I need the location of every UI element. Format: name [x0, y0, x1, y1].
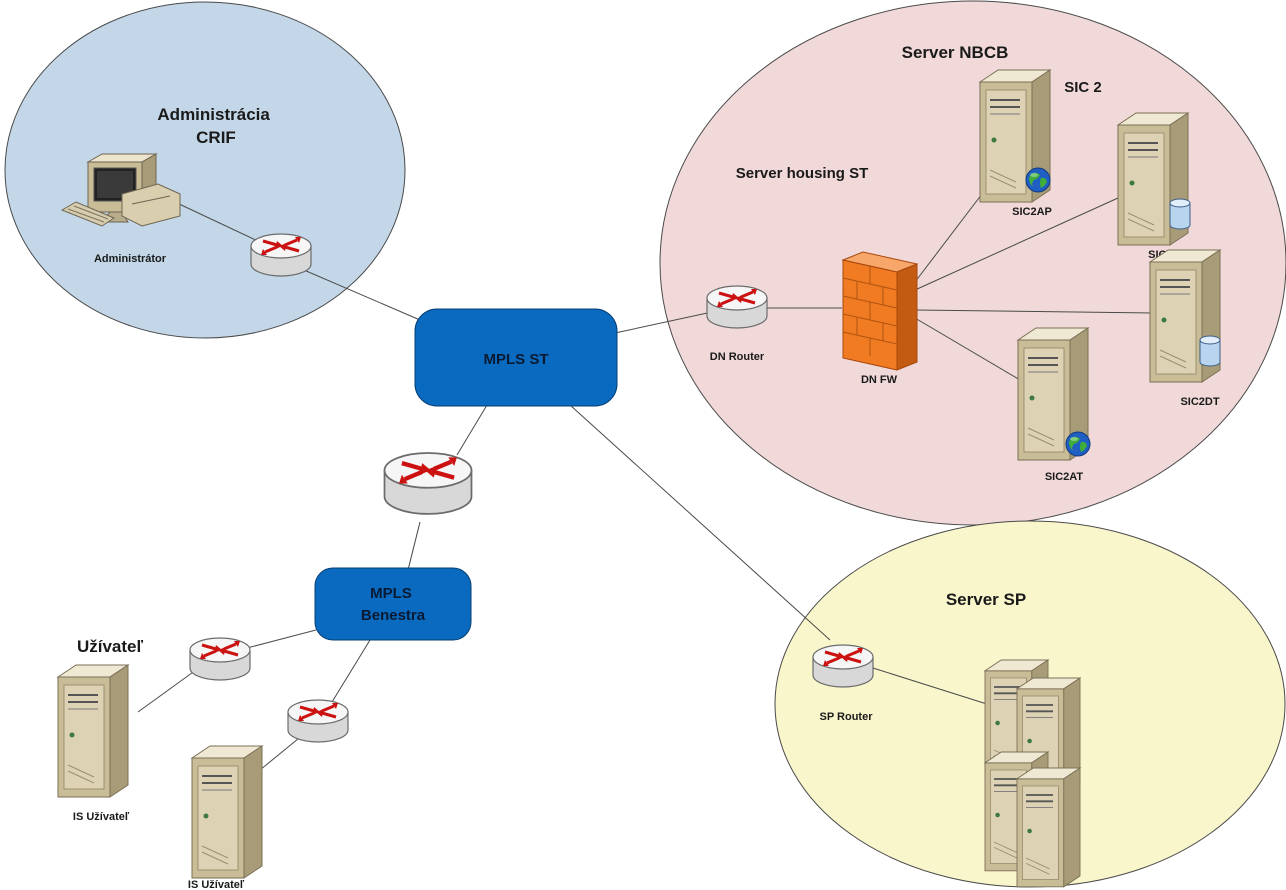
- dn-fw-label: DN FW: [861, 374, 898, 386]
- router-icon-dn[interactable]: [705, 284, 769, 330]
- mpls-st-label: MPLS ST: [483, 351, 548, 368]
- sic2at-label: SIC2AT: [1045, 471, 1084, 483]
- administrator-label: Administrátor: [94, 253, 167, 265]
- database-server-icon-sic2dt[interactable]: [1149, 249, 1221, 383]
- router-icon-admin[interactable]: [249, 232, 313, 278]
- router-icon-center[interactable]: [385, 453, 472, 514]
- sp-router-label: SP Router: [820, 711, 874, 723]
- workstation-icon[interactable]: [60, 153, 181, 227]
- mpls-benestra-label: MPLS Benestra: [361, 585, 426, 624]
- database-server-icon-sic2dp[interactable]: [1117, 112, 1191, 246]
- is-uzivatel-1-label: IS Užívateľ: [73, 811, 130, 823]
- mpls-benestra-cloud[interactable]: [314, 567, 472, 641]
- zone-admin-title: Administrácia CRIF: [157, 105, 274, 147]
- server-icon-is-uzivatel-2[interactable]: [191, 745, 263, 879]
- firewall-icon[interactable]: [841, 251, 919, 371]
- server-housing-heading: Server housing ST: [736, 165, 869, 182]
- server-cluster-icon[interactable]: [984, 659, 1081, 888]
- sic2-heading: SIC 2: [1064, 79, 1102, 96]
- mpls-benestra-line1: MPLS: [370, 585, 412, 602]
- router-icon-user2[interactable]: [286, 698, 350, 744]
- server-icon-is-uzivatel-1[interactable]: [57, 664, 129, 798]
- network-links: [137, 189, 1151, 771]
- web-server-icon-sic2at[interactable]: [1017, 327, 1091, 461]
- router-icon-user1[interactable]: [188, 636, 252, 682]
- uzivatel-heading: Užívateľ: [77, 637, 144, 656]
- dn-router-label: DN Router: [710, 351, 765, 363]
- is-uzivatel-2-label: IS Užívateľ: [188, 879, 245, 890]
- mpls-benestra-line2: Benestra: [361, 607, 426, 624]
- zone-sp-title: Server SP: [946, 590, 1026, 609]
- web-server-icon-sic2ap[interactable]: [979, 69, 1051, 203]
- zone-admin-title-line1: Administrácia: [157, 105, 270, 124]
- sic2ap-label: SIC2AP: [1012, 206, 1052, 218]
- zone-admin-title-line2: CRIF: [196, 128, 236, 147]
- sic2dt-label: SIC2DT: [1180, 396, 1219, 408]
- zone-nbcb-title: Server NBCB: [902, 43, 1009, 62]
- mpls-st-cloud[interactable]: [414, 308, 618, 407]
- router-icon-sp[interactable]: [811, 643, 875, 689]
